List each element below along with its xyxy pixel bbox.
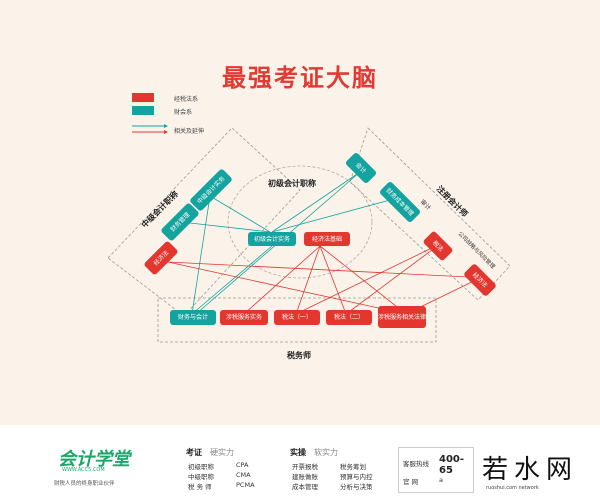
contact-box: 客服热线 400-65 官 网 a xyxy=(398,447,474,493)
link-red-b3 xyxy=(295,245,321,315)
col4-item-0: 税务筹划 xyxy=(340,463,366,471)
node-b3: 税法（一） xyxy=(274,310,320,325)
node-center-right: 经济法基础 xyxy=(304,232,350,246)
col1-item-1: 中级职称 xyxy=(188,473,214,481)
link-center-left-top xyxy=(209,195,271,233)
left-band-outline xyxy=(107,127,301,317)
link-center-right-2 xyxy=(271,199,391,233)
col3-item-2: 成本管理 xyxy=(292,483,318,491)
link-red-b2 xyxy=(243,245,321,315)
brand-url: WWW.ACC5.COM xyxy=(62,467,105,473)
link-center-b1 xyxy=(191,245,273,315)
site-label: 官 网 xyxy=(403,478,419,486)
col3-item-0: 开票报税 xyxy=(292,463,318,471)
band-label-bottom: 税务师 xyxy=(287,351,311,360)
node-b1: 财务与会计 xyxy=(170,310,216,325)
node-b2: 涉税服务实务 xyxy=(220,310,268,325)
hotline-number[interactable]: 400-65 xyxy=(439,454,465,476)
legend-arrows xyxy=(132,124,168,134)
link-red-b4 xyxy=(319,245,347,315)
node-b4: 税法（二） xyxy=(326,310,372,325)
brand-logo[interactable]: 会计学堂 xyxy=(58,449,130,470)
legend-arrowhead-red xyxy=(164,130,168,134)
col1-sub: 硬实力 xyxy=(210,448,234,457)
col2-item-2: PCMA xyxy=(236,481,255,489)
col1-item-2: 税 务 师 xyxy=(188,483,212,491)
col4-item-2: 分析与决策 xyxy=(340,483,373,491)
watermark-text: 若水网 xyxy=(482,455,579,485)
node-center-left: 初级会计实务 xyxy=(248,232,296,246)
footer: 会计学堂 WWW.ACC5.COM 财税人员的终身职业伙伴 考证 硬实力 初级职… xyxy=(0,425,600,498)
watermark: 若水网 ruoshui.com network xyxy=(474,443,600,498)
link-red-b5 xyxy=(319,245,407,315)
link-center-right-top xyxy=(271,171,361,233)
legend-teal-label: 财会系 xyxy=(174,109,193,116)
bottom-band-outline xyxy=(157,297,437,343)
band-label-center: 初级会计职称 xyxy=(268,179,316,188)
link-red-right-b3 xyxy=(295,243,441,315)
col1-title: 考证 xyxy=(186,448,202,457)
col3-title: 实操 xyxy=(290,448,306,457)
brand-tagline: 财税人员的终身职业伙伴 xyxy=(54,481,115,487)
col3-sub: 软实力 xyxy=(314,448,338,457)
col3-item-1: 建账做账 xyxy=(292,473,318,481)
site-value[interactable]: a xyxy=(439,476,443,484)
link-red-left-b5 xyxy=(167,261,407,315)
page-title: 最强考证大脑 xyxy=(222,64,378,92)
hotline-label: 客服热线 xyxy=(403,460,429,468)
legend-arrowhead-teal xyxy=(164,124,168,128)
col4-item-1: 预算与内控 xyxy=(340,473,373,481)
link-red-left-right xyxy=(167,261,489,279)
center-ellipse xyxy=(227,165,373,279)
legend-red-label: 经税法系 xyxy=(174,96,199,103)
legend-teal-swatch xyxy=(132,106,154,115)
node-b5: 涉税服务相关法律 xyxy=(378,306,426,328)
link-center-left-mid xyxy=(189,222,271,233)
diagram-connectors xyxy=(107,127,511,343)
legend-red-swatch xyxy=(132,93,154,102)
col2-item-1: CMA xyxy=(236,471,251,479)
col1-item-0: 初级职称 xyxy=(188,463,214,471)
link-red-right-b4 xyxy=(345,243,441,315)
col2-item-0: CPA xyxy=(236,461,249,469)
legend-arrow-label: 相关及延伸 xyxy=(174,128,205,135)
watermark-sub: ruoshui.com network xyxy=(486,485,539,491)
link-left-top-b1 xyxy=(191,195,211,315)
